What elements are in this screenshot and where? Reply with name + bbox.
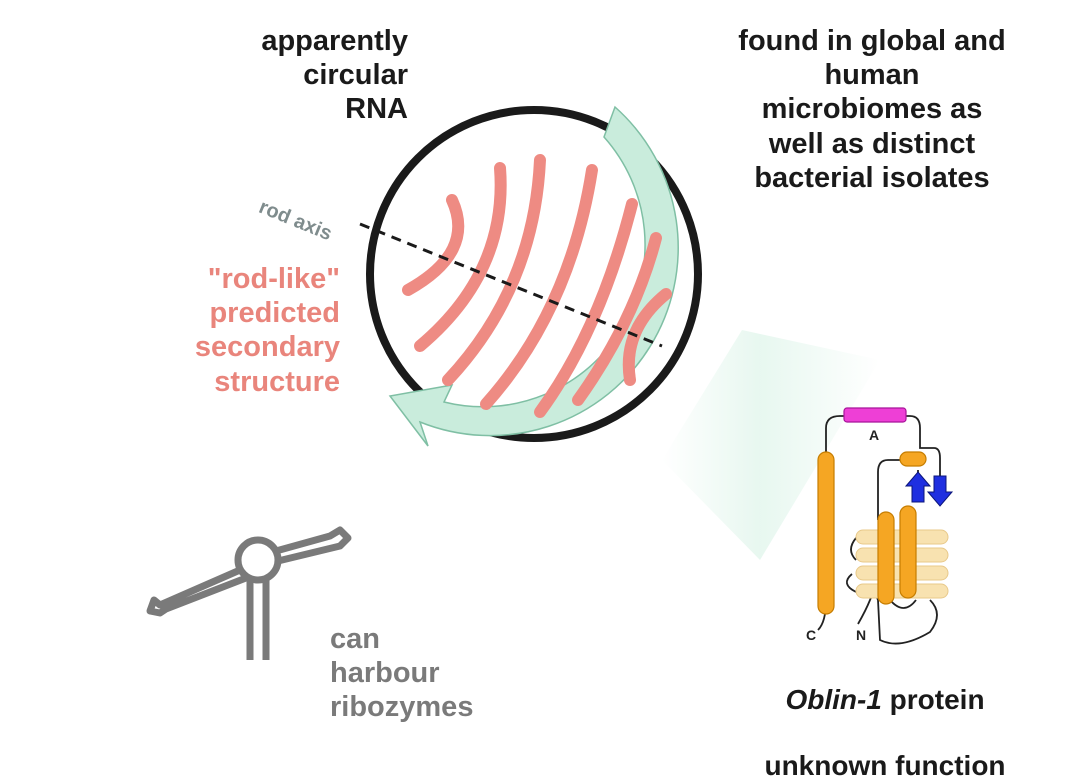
projection-beam: [662, 330, 880, 560]
n-terminus-label: N: [856, 627, 866, 643]
microbiome-label: found in global and human microbiomes as…: [738, 25, 1006, 194]
ribozyme-icon: [146, 526, 352, 660]
beta-strands: [904, 471, 954, 507]
circular-rna-label: apparently circular RNA: [261, 25, 408, 126]
beta-strand-up: [904, 471, 932, 503]
rna-strand-6: [572, 232, 662, 406]
oblin-function: unknown function: [764, 750, 1006, 782]
c-terminus-label: C: [806, 627, 816, 643]
ribozyme-stem-right: [275, 526, 352, 565]
diagram-graphics: A C N: [146, 105, 954, 660]
rna-strand-4: [480, 164, 598, 410]
rna-circle: [366, 106, 702, 442]
helix-mid-1: [877, 511, 895, 605]
helix-long: [817, 451, 835, 615]
oblin-protein-label: Oblin-1 protein unknown function: [748, 650, 1022, 782]
ribozyme-stem-left: [146, 566, 248, 617]
rna-strand-1: [402, 194, 465, 296]
oblin-protein-word: protein: [881, 684, 985, 716]
ribozyme-loop: [234, 536, 282, 584]
rna-strand-2: [414, 162, 507, 352]
helix-mid-2: [899, 505, 917, 599]
oblin-name: Oblin-1: [785, 684, 882, 716]
rod-axis-line: [359, 222, 663, 348]
rod-like-structure-label: "rod-like" predicted secondary structure: [194, 263, 340, 398]
helix-short-top: [899, 451, 927, 467]
rna-strand-3: [442, 154, 546, 386]
rna-strands: [402, 154, 672, 418]
ribozymes-label: can harbour ribozymes: [330, 623, 474, 724]
figure: A C N apparently circular RNA found in g…: [146, 25, 1006, 781]
orange-helices: [817, 451, 927, 615]
beta-strand-down: [926, 475, 954, 507]
rna-strand-5: [534, 198, 638, 418]
circular-rna-icon: [359, 105, 702, 447]
ribozyme-stem-bottom: [246, 580, 270, 660]
helix-a: [843, 407, 907, 423]
helix-a-label: A: [869, 427, 879, 443]
protein-topology-icon: A C N: [806, 407, 954, 645]
